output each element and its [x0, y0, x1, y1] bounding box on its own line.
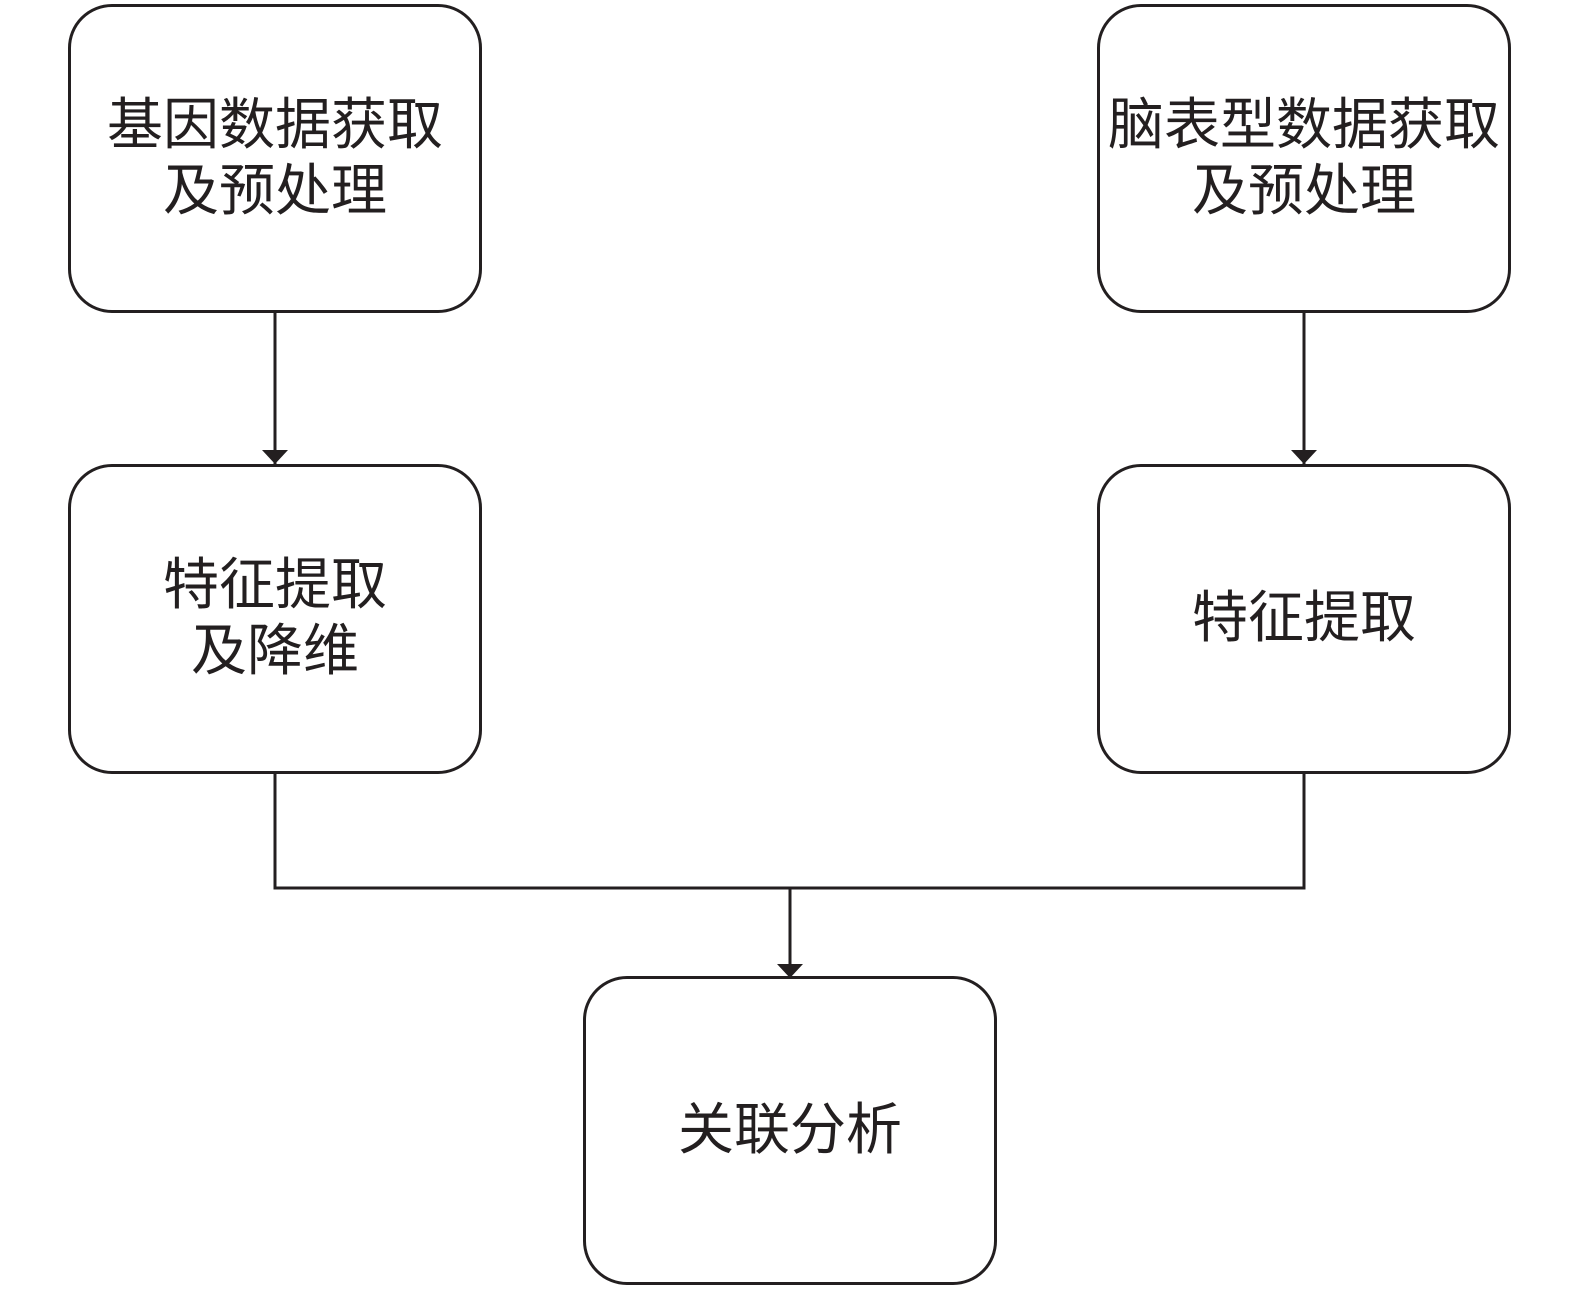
brain-feature-extraction-box: 特征提取	[1097, 464, 1511, 774]
brain-phenotype-acquisition-line2: 及预处理	[1192, 158, 1416, 224]
brain-phenotype-acquisition-line1: 脑表型数据获取	[1108, 92, 1500, 158]
gene-feature-extraction-line2: 及降维	[191, 619, 359, 684]
gene-feature-extraction-box: 特征提取 及降维	[68, 464, 482, 774]
brain-phenotype-acquisition-box: 脑表型数据获取 及预处理	[1097, 4, 1511, 313]
gene-data-acquisition-line1: 基因数据获取	[107, 92, 443, 158]
gene-data-acquisition-box: 基因数据获取 及预处理	[68, 4, 482, 313]
gene-data-acquisition-line2: 及预处理	[163, 158, 387, 224]
association-analysis-box: 关联分析	[583, 976, 997, 1285]
brain-feature-extraction-label: 特征提取	[1192, 586, 1416, 651]
association-analysis-label: 关联分析	[678, 1097, 902, 1163]
gene-feature-extraction-line1: 特征提取	[163, 553, 387, 618]
